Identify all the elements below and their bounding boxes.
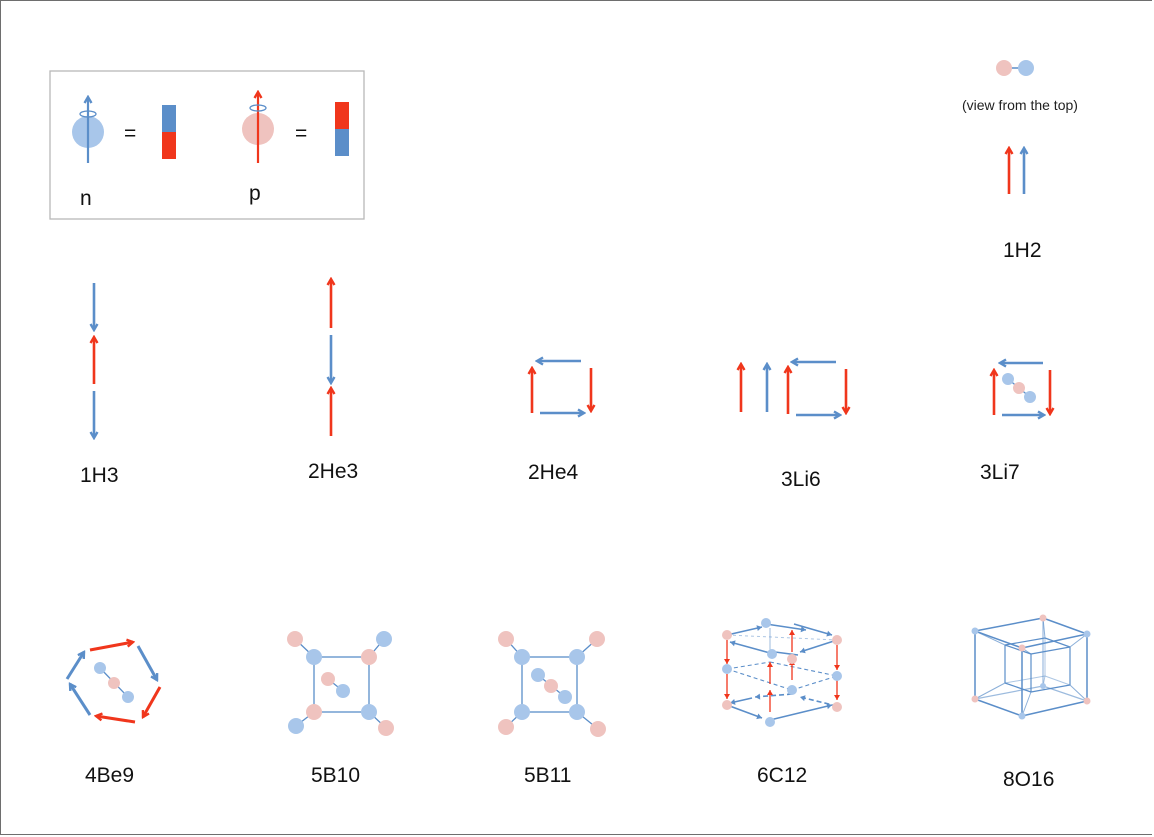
nucleus-3Li6: 3Li6 bbox=[741, 362, 846, 491]
legend-box: = n = p bbox=[49, 70, 365, 220]
label-1H2: 1H2 bbox=[1003, 239, 1042, 262]
neutron-equals: = bbox=[124, 122, 136, 145]
top-view-note: (view from the top) bbox=[962, 97, 1078, 113]
label-3Li7: 3Li7 bbox=[980, 461, 1020, 484]
nucleus-2He4: 2He4 bbox=[528, 361, 591, 484]
nucleus-6C12: 6C12 bbox=[722, 618, 842, 787]
nucleus-1H3: 1H3 bbox=[80, 283, 119, 487]
nucleus-4Be9: 4Be9 bbox=[65, 642, 162, 787]
proton-label: p bbox=[249, 182, 261, 205]
nucleus-1H2: (view from the top) 1H2 bbox=[962, 60, 1078, 262]
label-5B11: 5B11 bbox=[524, 764, 572, 787]
label-5B10: 5B10 bbox=[311, 764, 360, 787]
nucleus-2He3: 2He3 bbox=[308, 279, 358, 483]
nucleus-5B11: 5B11 bbox=[498, 631, 606, 787]
nucleus-8O16: 8O16 bbox=[971, 614, 1091, 791]
neutron-ball-icon bbox=[72, 97, 104, 163]
label-2He3: 2He3 bbox=[308, 460, 358, 483]
top-view-icon bbox=[996, 60, 1034, 76]
proton-ball-icon bbox=[242, 92, 274, 163]
label-8O16: 8O16 bbox=[1003, 768, 1054, 791]
nucleus-5B10: 5B10 bbox=[287, 631, 394, 787]
neutron-bar-icon bbox=[162, 105, 176, 159]
label-4Be9: 4Be9 bbox=[85, 764, 134, 787]
label-6C12: 6C12 bbox=[757, 764, 807, 787]
label-3Li6: 3Li6 bbox=[781, 468, 821, 491]
label-1H3: 1H3 bbox=[80, 464, 119, 487]
neutron-label: n bbox=[80, 187, 92, 210]
proton-bar-icon bbox=[335, 102, 349, 156]
nucleus-3Li7: 3Li7 bbox=[980, 363, 1050, 484]
label-2He4: 2He4 bbox=[528, 461, 579, 484]
proton-equals: = bbox=[295, 122, 307, 145]
